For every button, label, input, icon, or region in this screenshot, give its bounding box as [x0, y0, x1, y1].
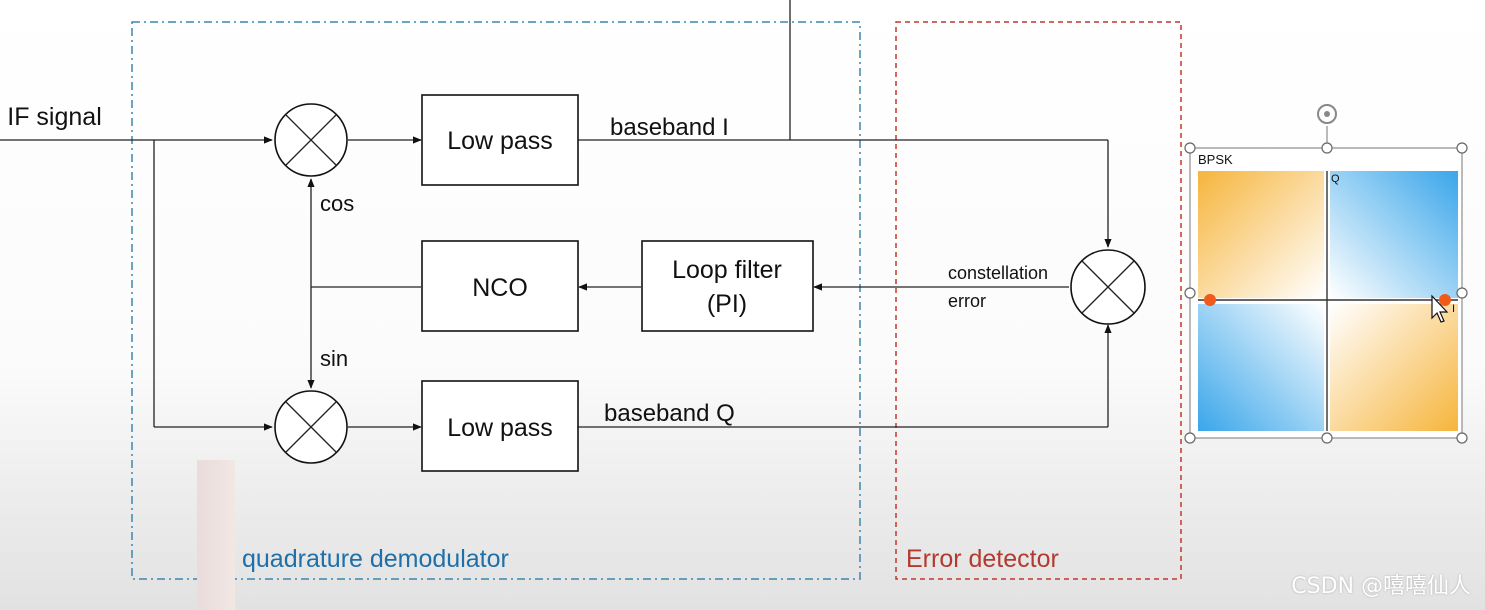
bpsk-constellation[interactable]: BPSK Q I — [1189, 147, 1463, 439]
cos-label: cos — [320, 191, 354, 216]
demodulator-region-border — [131, 21, 861, 580]
mouse-cursor-icon — [1431, 294, 1449, 323]
loop-filter-label-line2: (PI) — [707, 290, 747, 318]
resize-handle-tl[interactable] — [1184, 142, 1196, 154]
lowpass-bottom-label: Low pass — [447, 414, 553, 442]
loop-filter-block — [641, 240, 814, 332]
baseband-q-label: baseband Q — [604, 400, 735, 427]
sin-label: sin — [320, 346, 348, 371]
constellation-point-minus-one — [1204, 294, 1216, 306]
bpsk-title: BPSK — [1198, 152, 1233, 167]
quadrant-top-right — [1330, 171, 1458, 298]
resize-handle-br[interactable] — [1456, 432, 1468, 444]
quadrant-top-left — [1198, 171, 1324, 298]
resize-handle-tm[interactable] — [1321, 142, 1333, 154]
bottom-mixer — [274, 390, 348, 464]
constellation-error-label-line1: constellation — [948, 263, 1048, 283]
quadrant-bottom-left — [1198, 304, 1324, 431]
decorative-bar — [197, 460, 235, 610]
lowpass-top-block — [421, 94, 579, 186]
demodulator-region-label: quadrature demodulator — [242, 545, 509, 573]
q-axis-label: Q — [1331, 173, 1340, 185]
input-signal-label: r IF signal — [0, 103, 102, 131]
nco-label: NCO — [472, 274, 528, 302]
error-detector-region-border — [895, 21, 1182, 580]
quadrant-bottom-right — [1330, 304, 1458, 431]
resize-handle-tr[interactable] — [1456, 142, 1468, 154]
baseband-i-label: baseband I — [610, 114, 729, 141]
resize-handle-mr[interactable] — [1456, 287, 1468, 299]
top-mixer — [274, 103, 348, 177]
lowpass-top-label: Low pass — [447, 127, 553, 155]
selection-handles[interactable] — [1184, 104, 1468, 444]
lowpass-bottom-block — [421, 380, 579, 472]
resize-handle-bl[interactable] — [1184, 432, 1196, 444]
rotate-handle-icon[interactable] — [1317, 104, 1337, 124]
constellation-point-plus-one — [1439, 294, 1451, 306]
nco-block — [421, 240, 579, 332]
loop-filter-label-line1: Loop filter — [672, 256, 782, 284]
error-mixer — [1070, 249, 1146, 325]
resize-handle-bm[interactable] — [1321, 432, 1333, 444]
resize-handle-ml[interactable] — [1184, 287, 1196, 299]
error-detector-region-label: Error detector — [906, 545, 1059, 573]
constellation-error-label-line2: error — [948, 291, 986, 311]
csdn-watermark: CSDN @嘻嘻仙人 — [1291, 574, 1471, 599]
i-axis-label: I — [1452, 303, 1455, 315]
